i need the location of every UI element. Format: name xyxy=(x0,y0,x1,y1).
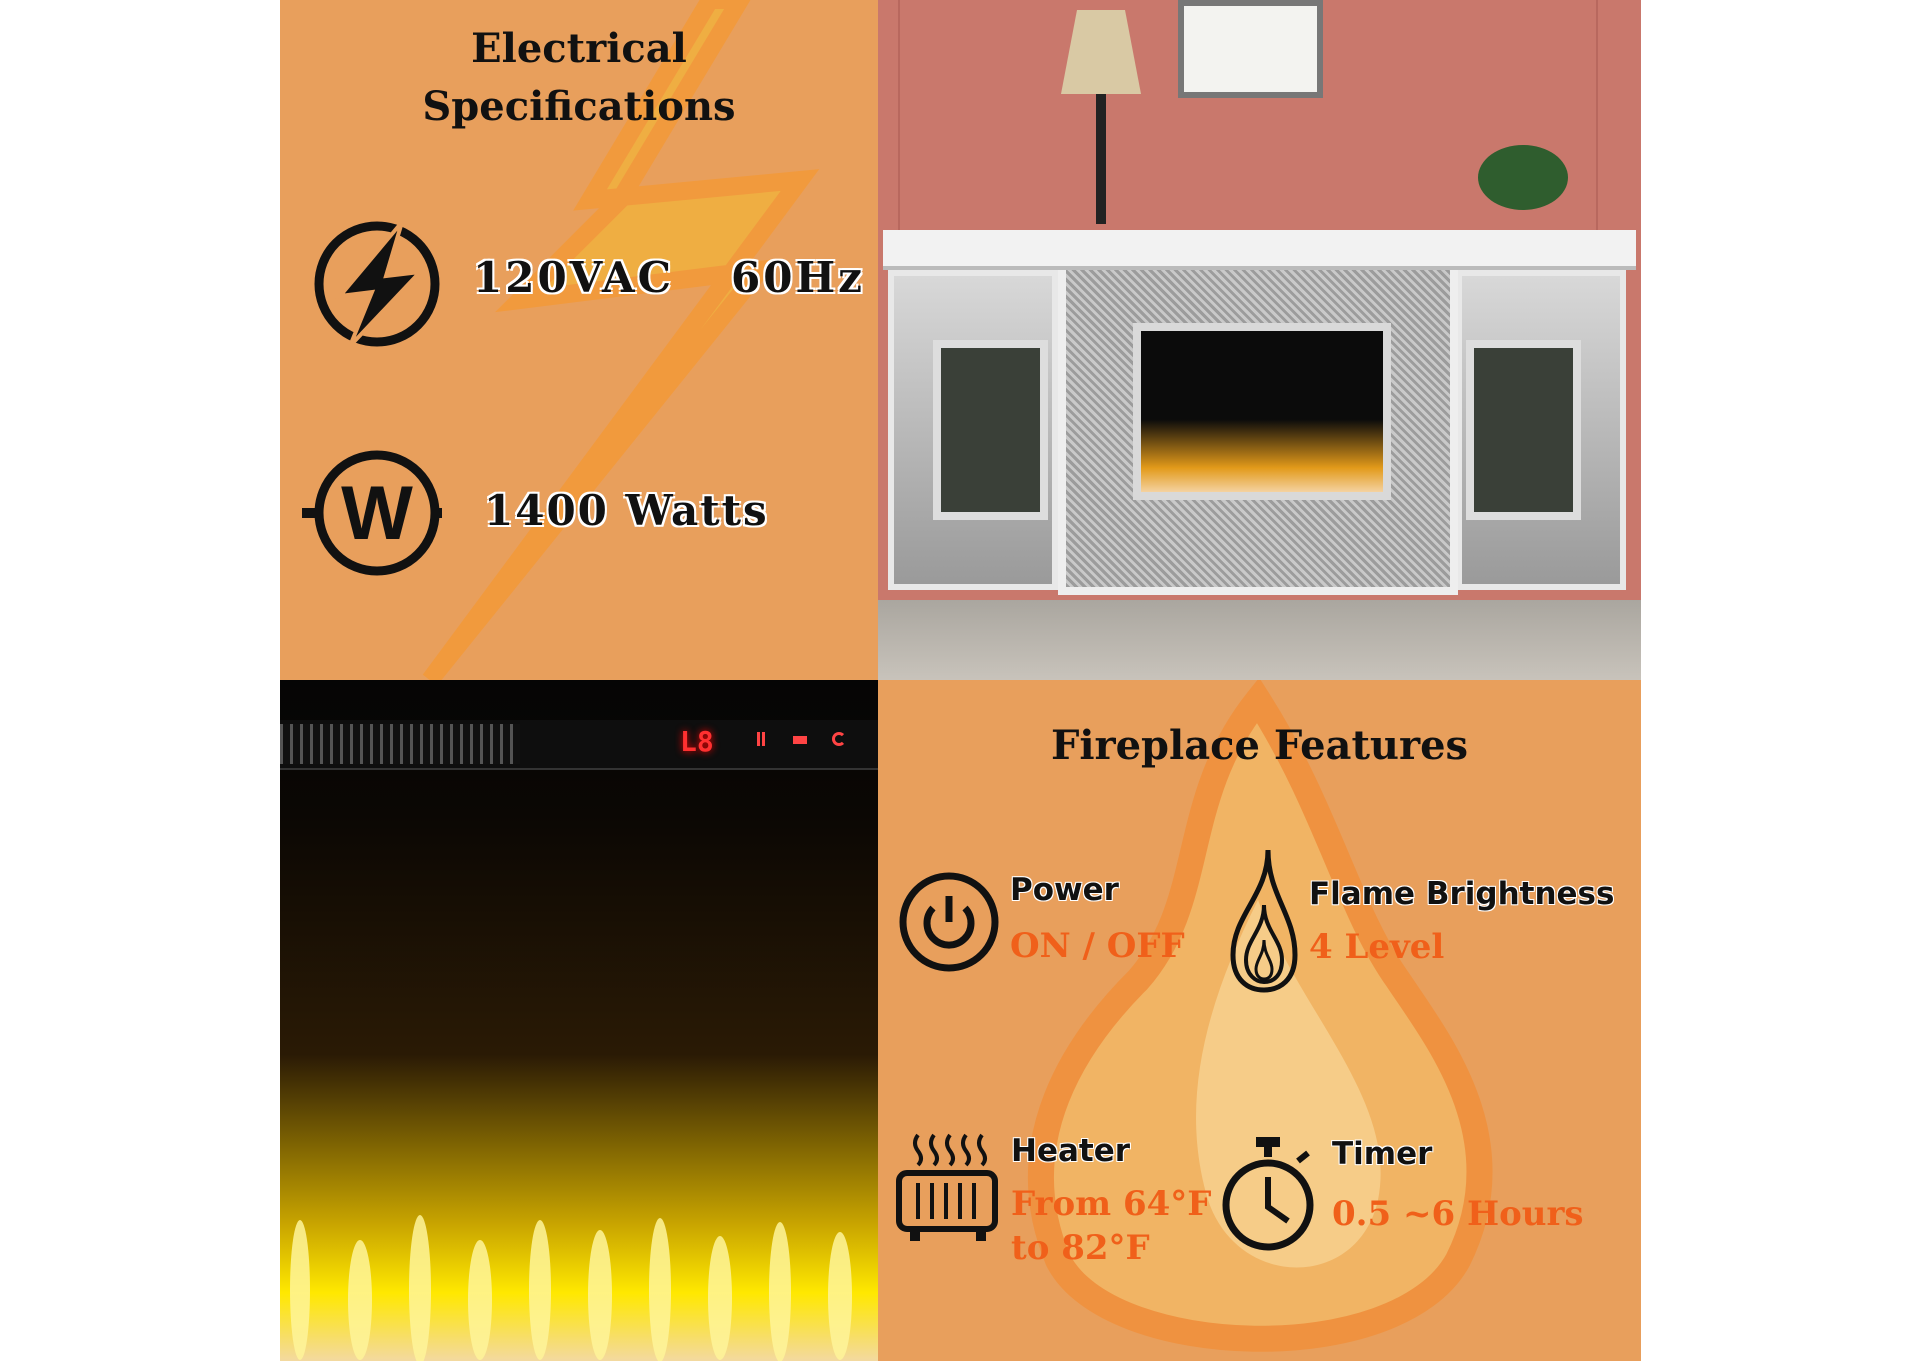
plant xyxy=(1478,145,1568,210)
voltage-text: 120VAC xyxy=(473,253,675,302)
fireplace-console-photo xyxy=(878,0,1641,680)
stopwatch-icon xyxy=(1222,1137,1314,1251)
vent-grille xyxy=(280,724,520,764)
heater-value-line2: to 82°F xyxy=(1011,1228,1150,1269)
flame-closeup-photo: L8 xyxy=(280,680,878,1361)
heater-value-line1: From 64°F xyxy=(1011,1184,1212,1224)
flame-icon xyxy=(1230,849,1298,993)
watt-icon: W xyxy=(302,450,442,576)
flame-brightness-label: Flame Brightness xyxy=(1309,876,1615,912)
firebox xyxy=(1133,323,1391,500)
flames xyxy=(290,1215,852,1361)
wall-picture xyxy=(1178,0,1323,98)
wattage-text: 1400 Watts xyxy=(484,486,769,535)
timer-value: 0.5 ~6 Hours xyxy=(1332,1194,1584,1234)
console-door-left xyxy=(933,340,1048,520)
floor xyxy=(878,600,1641,680)
heater-icon xyxy=(896,1133,998,1241)
flame-brightness-value: 4 Level xyxy=(1309,927,1445,967)
heater-label: Heater xyxy=(1011,1133,1131,1169)
power-label: Power xyxy=(1010,872,1119,908)
title-line-2: Specifications xyxy=(422,83,736,130)
features-panel: Fireplace Features Power ON / OFF Flame … xyxy=(878,680,1641,1361)
title-line-1: Electrical xyxy=(471,25,687,72)
timer-control-button[interactable] xyxy=(832,732,846,746)
heat-control-button[interactable] xyxy=(793,736,807,744)
power-icon xyxy=(899,872,999,972)
console-door-right xyxy=(1466,340,1581,520)
lightning-background-icon xyxy=(422,0,820,680)
flame-control-button[interactable] xyxy=(757,732,765,746)
electrical-title: Electrical Specifications xyxy=(280,20,878,136)
heater-value: From 64°F to 82°F xyxy=(1011,1182,1211,1270)
lamp-base xyxy=(1096,94,1106,224)
lightning-bolt-icon xyxy=(314,220,440,348)
power-value: ON / OFF xyxy=(1010,926,1185,966)
frequency-text: 60Hz xyxy=(731,253,865,302)
features-title: Fireplace Features xyxy=(1050,722,1469,769)
electrical-specs-panel: Electrical Specifications 120VAC 60Hz W … xyxy=(280,0,878,680)
lamp-shade xyxy=(1061,10,1141,94)
led-display: L8 xyxy=(680,725,714,758)
timer-label: Timer xyxy=(1332,1136,1433,1172)
console-top xyxy=(883,230,1636,270)
flame-background-icon xyxy=(1028,680,1493,1352)
svg-text:W: W xyxy=(341,471,413,556)
